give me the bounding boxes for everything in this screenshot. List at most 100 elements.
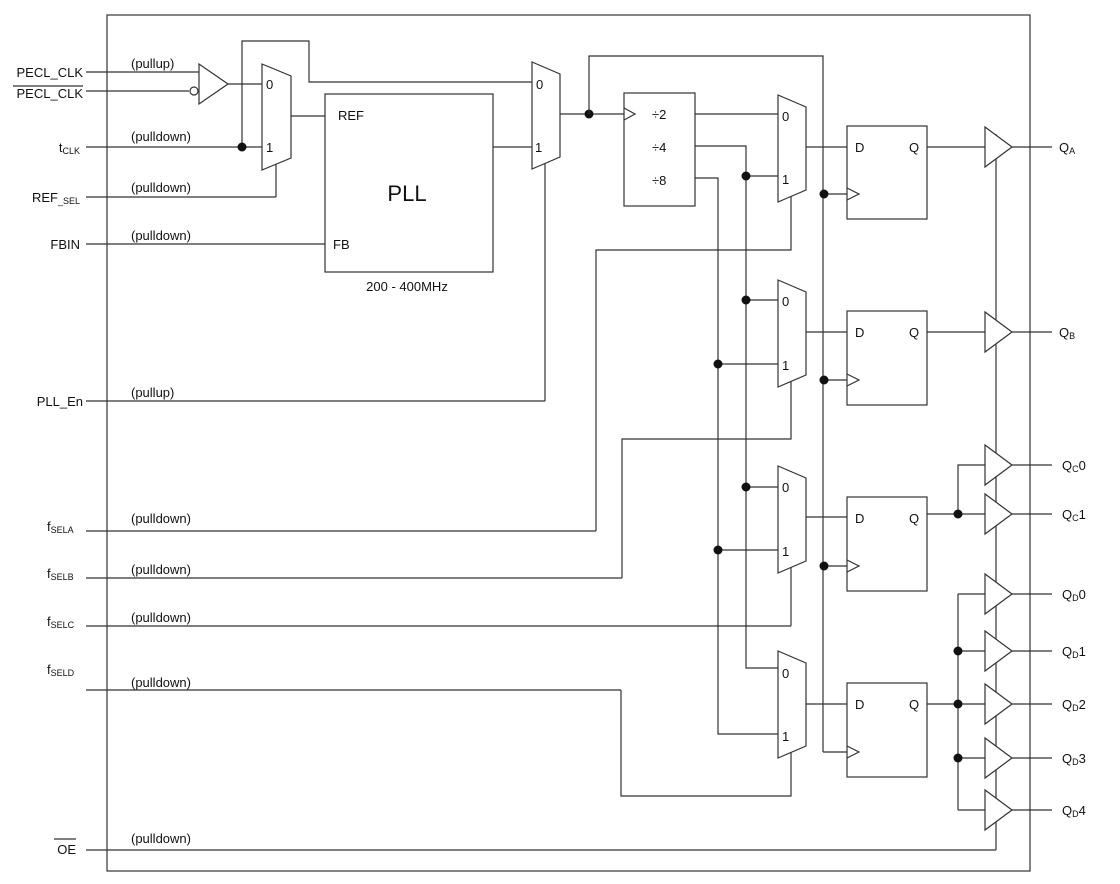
ref-select-mux [261,63,292,171]
pll-fb-label: FB [333,237,350,252]
fselc-label: f [47,614,51,629]
svg-text:fSELC: fSELC [47,614,75,630]
svg-text:fSELD: fSELD [47,662,75,678]
ff-a-d: D [855,140,864,155]
fseld-pull: (pulldown) [131,675,191,690]
fbin-pull: (pulldown) [131,228,191,243]
oe-b-label: OE [57,842,76,857]
pll-ref-label: REF [338,108,364,123]
ff-b-q: Q [909,325,919,340]
fsela-label: f [47,519,51,534]
input-fselb: fSELB (pulldown) [47,376,792,582]
fseld-label: f [47,662,51,677]
input-pecl-clk: PECL_CLK (pullup) [17,56,201,80]
junction-dot [953,646,963,656]
junction-dot [713,359,723,369]
mux-b-in0: 0 [782,294,789,309]
mux-bank-b: 0 1 [777,279,847,388]
tclk-pull: (pulldown) [131,129,191,144]
chip-outline [106,14,1031,872]
output-qc1: QC1 [1062,507,1086,523]
fselb-sub: SELB [51,572,74,582]
output-qd2: QD2 [1062,697,1086,713]
ref-mux-in0: 0 [266,77,273,92]
junction-dot [819,189,829,199]
junction-dot [713,545,723,555]
output-qd1: QD1 [1062,644,1086,660]
fselc-pull: (pulldown) [131,610,191,625]
ff-a-q: Q [909,140,919,155]
ff-c-q: Q [909,511,919,526]
ff-d-d: D [855,697,864,712]
fbin-label: FBIN [50,237,80,252]
svg-text:tCLK: tCLK [59,140,80,156]
clock-input-marker [623,107,637,121]
pecl-clk-label: PECL_CLK [17,65,84,80]
output-qc0: QC0 [1062,458,1086,474]
mux-a-in1: 1 [782,172,789,187]
div4-label: ÷4 [652,140,666,155]
divider-block [623,92,696,207]
output-qd3: QD3 [1062,751,1086,767]
input-fselc: fSELC (pulldown) [47,562,792,630]
div8-label: ÷8 [652,173,666,188]
fselc-sub: SELC [51,620,75,630]
mux-d-in0: 0 [782,666,789,681]
input-tclk: tCLK (pulldown) [59,129,262,156]
svg-text:fSELB: fSELB [47,566,74,582]
junction-dot [819,375,829,385]
mux-c-in0: 0 [782,480,789,495]
output-qd0: QD0 [1062,587,1086,603]
fsela-pull: (pulldown) [131,511,191,526]
flip-flop-c: D Q [819,464,985,592]
input-ref-sel: REF_SEL (pulldown) [32,164,277,206]
pll-range: 200 - 400MHz [366,279,448,294]
flip-flop-b: D Q [819,310,985,406]
pecl-clk-pull: (pullup) [131,56,174,71]
ff-d-q: Q [909,697,919,712]
pll-bypass-mux [531,61,561,170]
fsela-sub: SELA [51,525,74,535]
tclk-sub: CLK [62,146,80,156]
input-buffer [198,62,230,106]
bypass-mux-in1: 1 [535,140,542,155]
mux-d-in1: 1 [782,729,789,744]
fseld-sub: SELD [51,668,75,678]
junction-dot [953,509,963,519]
mux-bank-d: 0 1 [777,650,847,759]
ff-c-d: D [855,511,864,526]
output-qa: QA [1059,140,1075,156]
output-qb: QB [1059,325,1075,341]
div2-label: ÷2 [652,107,666,122]
ref-sel-label: REF [32,190,58,205]
junction-dot [741,295,751,305]
input-pecl-clk-b: PECL_CLK [13,85,199,101]
input-oe-b: OE (pulldown) [54,831,996,857]
mux-c-in1: 1 [782,544,789,559]
pll-en-pull: (pullup) [131,385,174,400]
input-fseld: fSELD (pulldown) [47,662,792,797]
mux-bank-c: 0 1 [777,465,847,574]
svg-text:REF_SEL: REF_SEL [32,190,80,206]
svg-text:fSELA: fSELA [47,519,74,535]
junction-dot [741,482,751,492]
flip-flop-a: D Q [819,125,985,220]
bypass-mux-in0: 0 [536,77,543,92]
pll-title: PLL [387,181,426,206]
pll-block [324,93,494,273]
ff-b-d: D [855,325,864,340]
pecl-clk-b-label: PECL_CLK [17,86,84,101]
pll-en-label: PLL_En [37,394,83,409]
mux-bank-a: 0 1 [777,94,847,203]
output-qd4: QD4 [1062,803,1086,819]
flip-flop-d: D Q [823,593,985,811]
oe-pull: (pulldown) [131,831,191,846]
fselb-label: f [47,566,51,581]
inversion-bubble [189,86,199,96]
mux-b-in1: 1 [782,358,789,373]
junction-dot [741,171,751,181]
ref-sel-sub: _SEL [57,196,80,206]
junction-dot [819,561,829,571]
input-fbin: FBIN (pulldown) [50,228,325,252]
